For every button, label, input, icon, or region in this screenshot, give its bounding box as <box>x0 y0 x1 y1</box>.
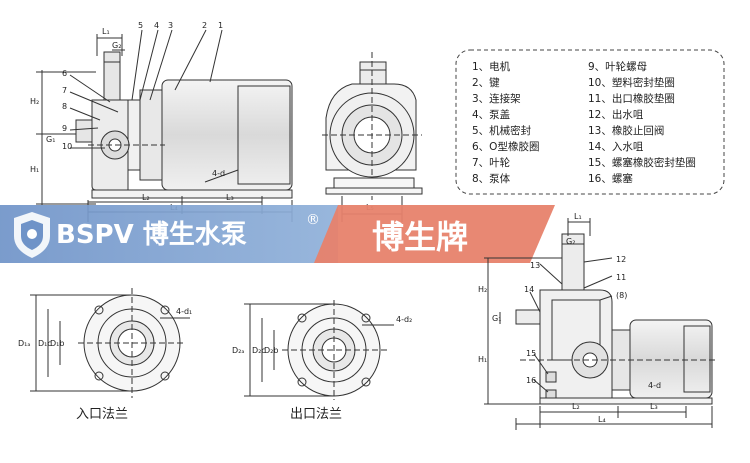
label-L1: L₁ <box>102 27 110 36</box>
legend-item-16: 16、螺塞 <box>588 172 633 185</box>
label-2: 2 <box>202 21 207 30</box>
legend-item-5: 5、机械密封 <box>472 124 532 137</box>
label-right-8: (8) <box>616 291 627 300</box>
legend-item-1: 1、电机 <box>472 60 511 73</box>
right-view-labels: L₁ G₂ 12 13 11 (8) 14 H₂ G₁ H₁ 15 16 4-d… <box>478 212 661 424</box>
label-H1: H₁ <box>30 165 39 174</box>
label-3: 3 <box>168 21 173 30</box>
legend-item-11: 11、出口橡胶垫圈 <box>588 92 675 105</box>
label-right-12: 12 <box>616 255 626 264</box>
label-D2c: D₂c <box>252 346 266 355</box>
label-G2: G₂ <box>112 41 121 50</box>
label-right-11: 11 <box>616 273 626 282</box>
label-right-L4: L₄ <box>598 415 606 424</box>
brand-text: BSPV 博生水泵 <box>56 220 247 250</box>
label-L2: L₂ <box>142 193 150 202</box>
label-4-d2: 4-d₂ <box>396 315 412 324</box>
label-4-d: 4-d <box>212 169 225 178</box>
outlet-flange-labels: D₂ₐ D₂c D₂b 4-d₂ 出口法兰 <box>232 315 412 422</box>
label-D1b: D₁b <box>50 339 64 348</box>
legend-item-4: 4、泵盖 <box>472 108 511 121</box>
legend-item-13: 13、橡胶止回阀 <box>588 124 664 137</box>
label-right-15: 15 <box>526 349 536 358</box>
legend-item-8: 8、泵体 <box>472 173 511 185</box>
label-D1a: D₁ₐ <box>18 339 31 348</box>
label-right-16: 16 <box>526 376 536 385</box>
label-right-G2: G₂ <box>566 237 575 246</box>
label-right-H2: H₂ <box>478 285 487 294</box>
label-right-L1: L₁ <box>574 212 582 221</box>
label-H2: H₂ <box>30 97 39 106</box>
registered-mark: ® <box>306 212 320 228</box>
label-9: 9 <box>62 124 67 133</box>
inlet-flange <box>30 288 190 398</box>
legend-item-2: 2、键 <box>472 76 500 89</box>
label-D1c: D₁c <box>38 339 52 348</box>
label-6: 6 <box>62 69 67 78</box>
label-right-14: 14 <box>524 285 534 294</box>
label-8: 8 <box>62 102 67 111</box>
label-10: 10 <box>62 142 72 151</box>
label-D2b: D₂b <box>264 346 278 355</box>
legend-item-3: 3、连接架 <box>472 92 521 105</box>
brand-banner: BSPV 博生水泵 ® 博生牌 <box>0 205 555 263</box>
label-7: 7 <box>62 86 67 95</box>
label-L3: L₃ <box>226 193 234 202</box>
inlet-flange-caption: 入口法兰 <box>76 407 128 422</box>
legend-item-12: 12、出水咀 <box>588 108 644 121</box>
outlet-flange-caption: 出口法兰 <box>290 407 342 422</box>
label-right-L2: L₂ <box>572 402 580 411</box>
legend-item-7: 7、叶轮 <box>472 156 511 169</box>
label-5: 5 <box>138 21 143 30</box>
legend-item-6: 6、O型橡胶圈 <box>472 140 539 153</box>
label-G1: G₁ <box>46 135 55 144</box>
label-4: 4 <box>154 21 159 30</box>
label-D2a: D₂ₐ <box>232 346 245 355</box>
right-view <box>484 218 716 430</box>
legend-item-10: 10、塑料密封垫圈 <box>588 76 675 89</box>
label-1: 1 <box>218 21 223 30</box>
label-4-d1: 4-d₁ <box>176 307 192 316</box>
label-right-4-d: 4-d <box>648 381 661 390</box>
legend-item-9: 9、叶轮螺母 <box>588 60 647 73</box>
brand-name: 博生牌 <box>372 218 468 256</box>
legend-item-15: 15、螺塞橡胶密封垫圈 <box>588 156 696 169</box>
front-view <box>322 52 423 222</box>
label-right-13: 13 <box>530 261 540 270</box>
legend-item-14: 14、入水咀 <box>588 141 644 153</box>
inlet-flange-labels: D₁ₐ D₁c D₁b 4-d₁ 入口法兰 <box>18 307 192 422</box>
label-right-L3: L₃ <box>650 402 658 411</box>
parts-legend: 1、电机 2、键 3、连接架 4、泵盖 5、机械密封 6、O型橡胶圈 7、叶轮 … <box>455 49 725 195</box>
side-view <box>36 29 293 222</box>
label-right-H1: H₁ <box>478 355 487 364</box>
brand-logo-icon <box>14 212 50 258</box>
label-right-G1: G₁ <box>492 314 501 323</box>
outlet-flange <box>244 300 394 400</box>
